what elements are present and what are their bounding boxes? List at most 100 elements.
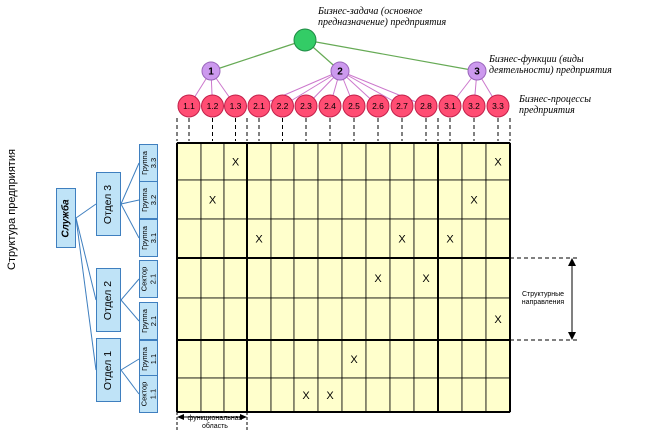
org-connector bbox=[75, 217, 97, 301]
annotation-business-task: Бизнес-задача (основное предназначение) … bbox=[318, 6, 447, 28]
process-node-label: 2.6 bbox=[372, 101, 384, 111]
matrix-cell bbox=[176, 257, 202, 299]
matrix-cell bbox=[176, 218, 202, 259]
process-node bbox=[318, 94, 342, 118]
matrix-cell bbox=[437, 377, 463, 413]
process-node bbox=[177, 94, 201, 118]
org-department-label: Отдел 1 bbox=[102, 350, 115, 390]
matrix-cell bbox=[485, 257, 511, 299]
org-connector bbox=[120, 358, 140, 371]
matrix-cell bbox=[317, 179, 343, 220]
matrix-cell bbox=[341, 218, 367, 259]
org-department-3: Отдел 3 bbox=[96, 172, 121, 236]
org-connector bbox=[75, 217, 97, 371]
process-node bbox=[294, 94, 318, 118]
matrix-cell bbox=[317, 142, 343, 181]
matrix-cell bbox=[461, 257, 487, 299]
org-service: Служба bbox=[56, 188, 76, 248]
matrix-cell bbox=[223, 179, 248, 220]
matrix-mark: X bbox=[494, 314, 502, 326]
matrix-cell bbox=[389, 179, 415, 220]
matrix-cell bbox=[413, 297, 439, 341]
matrix-cell bbox=[485, 218, 511, 259]
process-node-label: 2.4 bbox=[324, 101, 336, 111]
matrix-cell bbox=[176, 179, 202, 220]
org-connector bbox=[120, 199, 140, 205]
matrix-cell bbox=[246, 257, 272, 299]
matrix-mark: X bbox=[326, 390, 334, 402]
function-node-label: 3 bbox=[474, 67, 480, 78]
matrix-cell bbox=[413, 218, 439, 259]
matrix-cell bbox=[365, 142, 391, 181]
matrix-cell bbox=[246, 142, 272, 181]
matrix-cell bbox=[413, 377, 439, 413]
matrix-cell bbox=[293, 218, 319, 259]
matrix-cell bbox=[317, 339, 343, 379]
org-group-label: Группа 1.1 bbox=[139, 347, 158, 371]
matrix-cell bbox=[461, 377, 487, 413]
matrix-cell bbox=[176, 297, 202, 341]
matrix-cell bbox=[413, 179, 439, 220]
matrix-cell bbox=[200, 377, 225, 413]
matrix-cell bbox=[293, 297, 319, 341]
matrix-cell bbox=[223, 218, 248, 259]
matrix-cell bbox=[437, 257, 463, 299]
function-node-label: 2 bbox=[337, 67, 343, 78]
matrix-mark: X bbox=[350, 354, 358, 366]
matrix-cell bbox=[437, 218, 463, 259]
process-node bbox=[247, 94, 271, 118]
matrix-cell bbox=[176, 142, 202, 181]
annotation-business-functions: Бизнес-функции (виды деятельности) предп… bbox=[489, 54, 612, 76]
process-node-label: 2.2 bbox=[277, 101, 289, 111]
matrix-cell bbox=[270, 257, 295, 299]
process-node bbox=[462, 94, 486, 118]
matrix-cell bbox=[341, 339, 367, 379]
matrix-cell bbox=[341, 142, 367, 181]
matrix-cell bbox=[389, 339, 415, 379]
org-service-label: Служба bbox=[60, 198, 72, 238]
matrix-cell bbox=[270, 297, 295, 341]
matrix-cell bbox=[461, 297, 487, 341]
function-node bbox=[201, 61, 221, 81]
matrix-mark: X bbox=[255, 234, 263, 246]
matrix-cell bbox=[176, 339, 202, 379]
function-node-label: 1 bbox=[208, 67, 214, 78]
structural-arrow-head-down bbox=[568, 332, 576, 340]
matrix-cell bbox=[317, 297, 343, 341]
org-group-label: Группа 2.1 bbox=[139, 309, 158, 333]
matrix-cell bbox=[461, 339, 487, 379]
matrix-cell bbox=[365, 297, 391, 341]
matrix-cell bbox=[317, 377, 343, 413]
matrix-mark: X bbox=[302, 390, 310, 402]
matrix-cell bbox=[365, 218, 391, 259]
matrix-cell bbox=[293, 257, 319, 299]
matrix-cell bbox=[389, 142, 415, 181]
matrix-cell bbox=[246, 297, 272, 341]
annotation-business-processes: Бизнес-процессы предприятия bbox=[519, 94, 592, 116]
structural-directions-label: Структурные направления bbox=[521, 291, 565, 306]
org-group-label: Группа 3.2 bbox=[139, 188, 158, 212]
org-group-label: Группа 3.3 bbox=[139, 151, 158, 175]
org-connector bbox=[75, 203, 97, 219]
tree-line-root-function bbox=[210, 39, 306, 72]
process-node-label: 2.3 bbox=[300, 101, 312, 111]
process-node bbox=[366, 94, 390, 118]
org-group-3-2: Группа 3.2 bbox=[139, 181, 158, 219]
org-department-label: Отдел 2 bbox=[102, 280, 115, 320]
org-department-2: Отдел 2 bbox=[96, 268, 121, 332]
process-node-label: 1.2 bbox=[207, 101, 219, 111]
matrix-cell bbox=[176, 377, 202, 413]
org-group-3-3: Группа 3.3 bbox=[139, 144, 158, 182]
matrix-cell bbox=[485, 339, 511, 379]
process-node bbox=[224, 94, 247, 118]
process-node bbox=[201, 94, 224, 118]
matrix-cell bbox=[270, 142, 295, 181]
org-group-1-1: Группа 1.1 bbox=[139, 340, 158, 378]
matrix-mark: X bbox=[232, 157, 240, 169]
process-node-label: 2.5 bbox=[348, 101, 360, 111]
matrix-cell bbox=[270, 377, 295, 413]
matrix-cell bbox=[223, 297, 248, 341]
org-group-label: Сектор 1.1 bbox=[139, 381, 158, 407]
process-node-label: 3.3 bbox=[492, 101, 504, 111]
